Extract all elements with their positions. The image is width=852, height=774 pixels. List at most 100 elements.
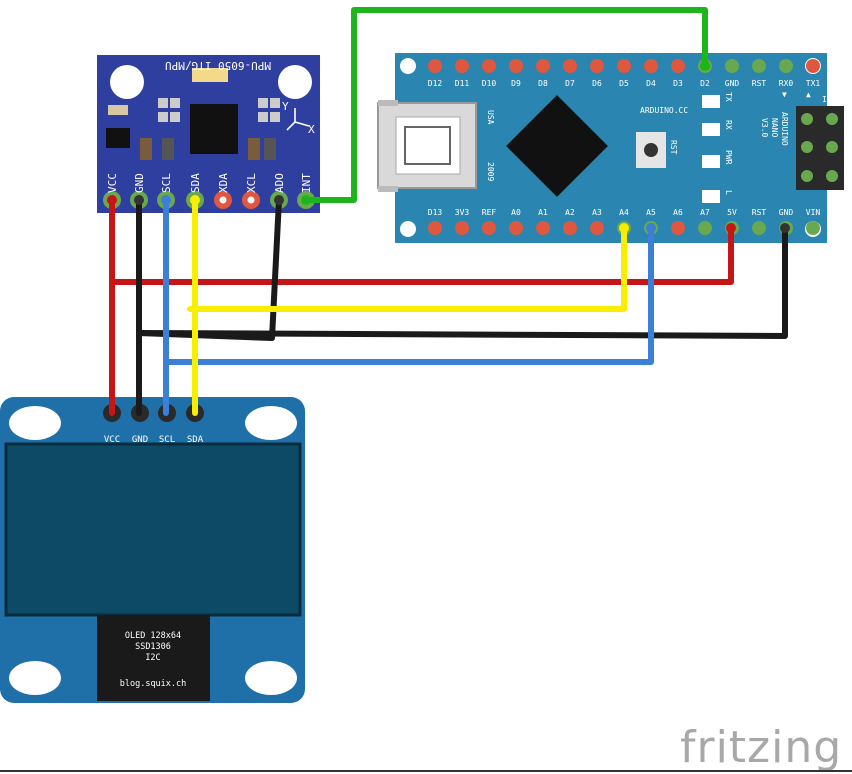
axis-icon [286,108,310,131]
nano-top-pin-rx0 [779,59,793,73]
nano-top-label-gnd: GND [725,79,740,88]
oled-pin-label-gnd: GND [132,435,148,445]
nano-bottom-label-a1: A1 [538,208,548,217]
mpu-mount-hole-right [278,65,312,99]
nano-year: 2009 [486,162,495,181]
oled-label-line-2: I2C [145,653,160,663]
wire-black-arduino-gnd [136,225,788,339]
mpu-pin-label-sda: SDA [189,173,202,193]
nano-top-label-tx1: TX1 [806,79,821,88]
nano-top-label-d5: D5 [619,79,629,88]
nano-bottom-label-vin: VIN [806,208,821,217]
nano-bottom-pin-a1 [536,221,550,235]
mpu-pin-label-int: INT [300,173,313,193]
nano-model-3: V3.0 [760,118,769,137]
nano-bottom-label-rst: RST [752,208,767,217]
nano-top-label-d11: D11 [455,79,470,88]
nano-top-pin-d9 [509,59,523,73]
mpu-mount-hole-left [110,65,144,99]
nano-bottom-pin-a7 [698,221,712,235]
nano-bottom-pin-rst [752,221,766,235]
wire-blue-a5 [163,225,654,365]
oled-url: blog.squix.ch [120,679,187,689]
nano-top-label-d6: D6 [592,79,602,88]
nano-bottom-pin-vin [806,221,820,235]
tx-arrow-icon: ▲ [806,90,811,99]
nano-bottom-label-a0: A0 [511,208,521,217]
nano-bottom-label-a2: A2 [565,208,575,217]
axis-x-label: X [308,123,315,136]
oled-pin-label-scl: SCL [159,435,175,445]
nano-usa: USA [486,110,495,125]
nano-model-1: ARDUINO [780,112,789,146]
axis-y-label: Y [282,100,289,113]
nano-bottom-label-a3: A3 [592,208,602,217]
oled-mount-hole-tr [245,406,297,440]
nano-top-pin-d3 [671,59,685,73]
nano-bottom-label-a7: A7 [700,208,710,217]
oled-mount-hole-tl [9,406,61,440]
nano-top-label-d3: D3 [673,79,683,88]
wire-endpoints [107,61,790,233]
nano-model-2: NANO [770,118,779,137]
nano-top-pin-d4 [644,59,658,73]
nano-bottom-label-a4: A4 [619,208,629,217]
mpu-crystal [192,68,228,82]
nano-top-pin-d8 [536,59,550,73]
mpu-pin-label-xda: XDA [217,173,230,193]
nano-top-label-d8: D8 [538,79,548,88]
nano-top-label-d10: D10 [482,79,497,88]
oled-ribbon [97,615,210,701]
mpu-title: MPU-6050 ITG/MPU [165,59,271,72]
wire-yellow-a4 [187,225,627,312]
oled-screen [4,442,302,617]
icsp-pin1-label: 1 [840,196,849,201]
nano-bottom-pin-a6 [671,221,685,235]
nano-bottom-pin-a3 [590,221,604,235]
nano-top-pin-d5 [617,59,631,73]
nano-top-pin-gnd [725,59,739,73]
rx-arrow-icon: ▼ [782,90,787,99]
mpu-pin-label-xcl: XCL [245,173,258,193]
nano-leds [702,95,720,203]
nano-top-pin-d6 [590,59,604,73]
oled-label-line-0: OLED 128x64 [125,631,181,641]
wire-black-ado [136,197,282,341]
nano-top-pin-tx1 [806,59,820,73]
nano-top-pin-d10 [482,59,496,73]
oled-pin-label-vcc: VCC [104,435,120,445]
nano-bottom-label-a6: A6 [673,208,683,217]
nano-bottom-label-3v3: 3V3 [455,208,470,217]
nano-bottom-pin-a2 [563,221,577,235]
nano-led-pwr: PWR [724,150,733,165]
nano-led-l: L [724,190,733,195]
mpu-pin-label-gnd: GND [133,173,146,193]
icsp-header [796,106,844,190]
nano-bottom-label-a5: A5 [646,208,656,217]
nano-bottom-label-5v: 5V [727,208,737,217]
icsp-label: ICSP [822,95,841,104]
nano-top-label-d2: D2 [700,79,710,88]
nano-top-label-rx0: RX0 [779,79,794,88]
nano-bottom-pin-d13 [428,221,442,235]
nano-top-label-d7: D7 [565,79,575,88]
nano-led-rx: RX [724,120,733,130]
nano-bottom-pin-3v3 [455,221,469,235]
nano-led-tx: TX [724,92,733,102]
nano-top-pin-rst [752,59,766,73]
nano-brand: ARDUINO.CC [640,106,688,115]
wire-red-5v [109,225,734,285]
mpu-pin-label-vcc: VCC [106,173,119,193]
nano-bottom-pin-ref [482,221,496,235]
nano-top-label-d9: D9 [511,79,521,88]
nano-bottom-label-gnd: GND [779,208,794,217]
nano-top-label-rst: RST [752,79,767,88]
mpu-pin-label-ado: ADO [273,173,286,193]
mpu-chip [190,104,238,154]
nano-top-label-d4: D4 [646,79,656,88]
oled-label-line-1: SSD1306 [135,642,171,652]
usb-connector [377,100,477,192]
